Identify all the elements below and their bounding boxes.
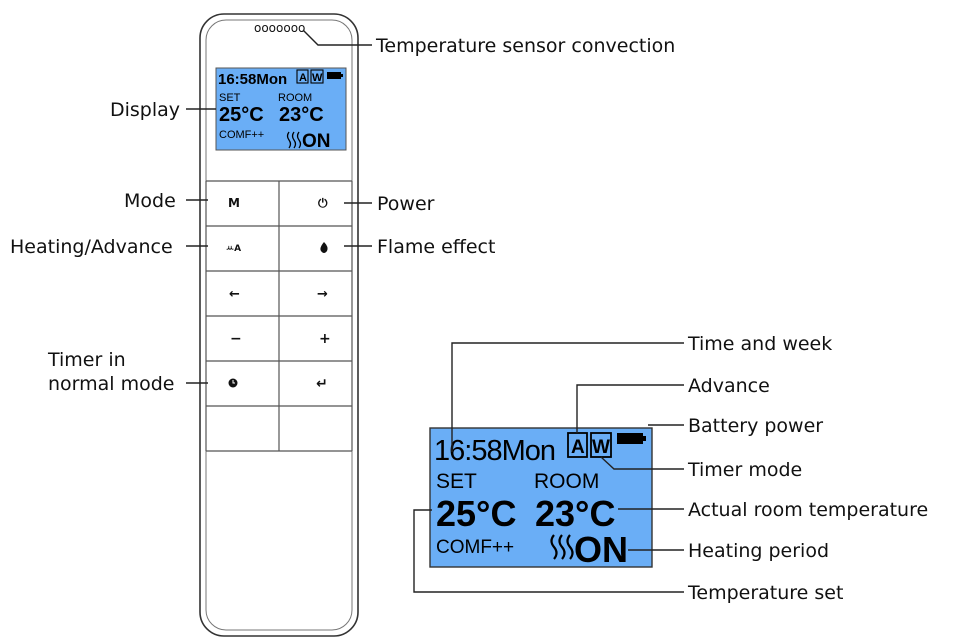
temp-set-leader <box>413 509 684 593</box>
minus-icon: − <box>230 331 242 347</box>
small-timer-icon: W <box>312 72 323 84</box>
small-advance-box <box>296 69 309 84</box>
large-set-label: SET <box>436 470 477 493</box>
large-room-label: ROOM <box>534 470 599 493</box>
small-lcd-time-week: 16:58Mon <box>218 71 287 88</box>
large-timer-icon: W <box>592 437 610 458</box>
heating-advance-callout: Heating/Advance <box>10 236 173 258</box>
minus-button[interactable] <box>207 317 278 360</box>
blank-button-right[interactable] <box>280 407 351 450</box>
left-arrow-icon: ← <box>229 287 240 302</box>
power-button[interactable] <box>280 182 351 225</box>
advance-callout: Advance <box>688 375 770 397</box>
small-set-label: SET <box>219 92 241 104</box>
plus-button[interactable] <box>280 317 351 360</box>
mode-callout: Mode <box>124 190 176 212</box>
display-callout: Display <box>110 99 180 121</box>
small-heat-state: ON <box>302 131 331 152</box>
mode-key-label: M <box>228 196 240 210</box>
small-set-temp: 25°C <box>219 104 264 126</box>
time-week-leader <box>451 342 684 452</box>
time-week-callout: Time and week <box>687 333 832 355</box>
large-advance-icon: A <box>571 437 585 458</box>
flame-callout: Flame effect <box>377 236 495 258</box>
timer-callout-line1: Timer in <box>47 349 126 371</box>
large-heat-state: ON <box>574 529 628 570</box>
heating-advance-icon: ꕁA <box>226 244 241 254</box>
large-battery-icon <box>617 433 643 444</box>
large-mode-text: COMF++ <box>436 537 514 558</box>
temp-set-callout: Temperature set <box>687 582 843 604</box>
small-room-temp: 23°C <box>279 104 324 126</box>
timer-mode-leader <box>600 456 684 470</box>
heating-period-callout: Heating period <box>688 540 829 562</box>
power-callout: Power <box>377 193 435 215</box>
button-grid <box>205 180 353 452</box>
timer-button[interactable] <box>207 362 278 405</box>
power-icon: ⏻ <box>318 196 328 210</box>
small-heat-waves-icon <box>286 131 302 149</box>
enter-icon: ↵ <box>316 376 328 392</box>
small-mode-text: COMF++ <box>219 129 264 141</box>
sensor-callout: Temperature sensor convection <box>375 35 675 57</box>
small-advance-icon: A <box>299 72 307 84</box>
large-set-temp: 25°C <box>436 493 516 534</box>
small-room-label: ROOM <box>278 92 312 104</box>
small-lcd-screen <box>215 67 347 151</box>
timer-mode-callout: Timer mode <box>687 459 802 481</box>
large-room-temp: 23°C <box>535 493 615 534</box>
large-lcd-screen <box>429 427 653 568</box>
mode-button[interactable] <box>207 182 278 225</box>
large-heat-waves-icon <box>550 534 574 560</box>
sensor-dots: ooooooo <box>254 21 305 35</box>
battery-callout: Battery power <box>688 415 823 437</box>
timer-callout-line2: normal mode <box>48 373 175 395</box>
small-timer-box <box>310 69 324 84</box>
advance-leader <box>576 384 684 433</box>
actual-room-callout: Actual room temperature <box>688 499 928 521</box>
flame-icon <box>320 242 328 253</box>
flame-button[interactable] <box>280 227 351 270</box>
right-button[interactable] <box>280 272 351 315</box>
blank-button-left[interactable] <box>207 407 278 450</box>
sensor-leader <box>302 29 372 46</box>
right-arrow-icon: → <box>317 287 328 302</box>
left-button[interactable] <box>207 272 278 315</box>
large-lcd-time-week: 16:58Mon <box>434 435 555 467</box>
heating-advance-button[interactable] <box>207 227 278 270</box>
small-battery-icon <box>327 72 341 79</box>
plus-icon: + <box>319 331 331 347</box>
